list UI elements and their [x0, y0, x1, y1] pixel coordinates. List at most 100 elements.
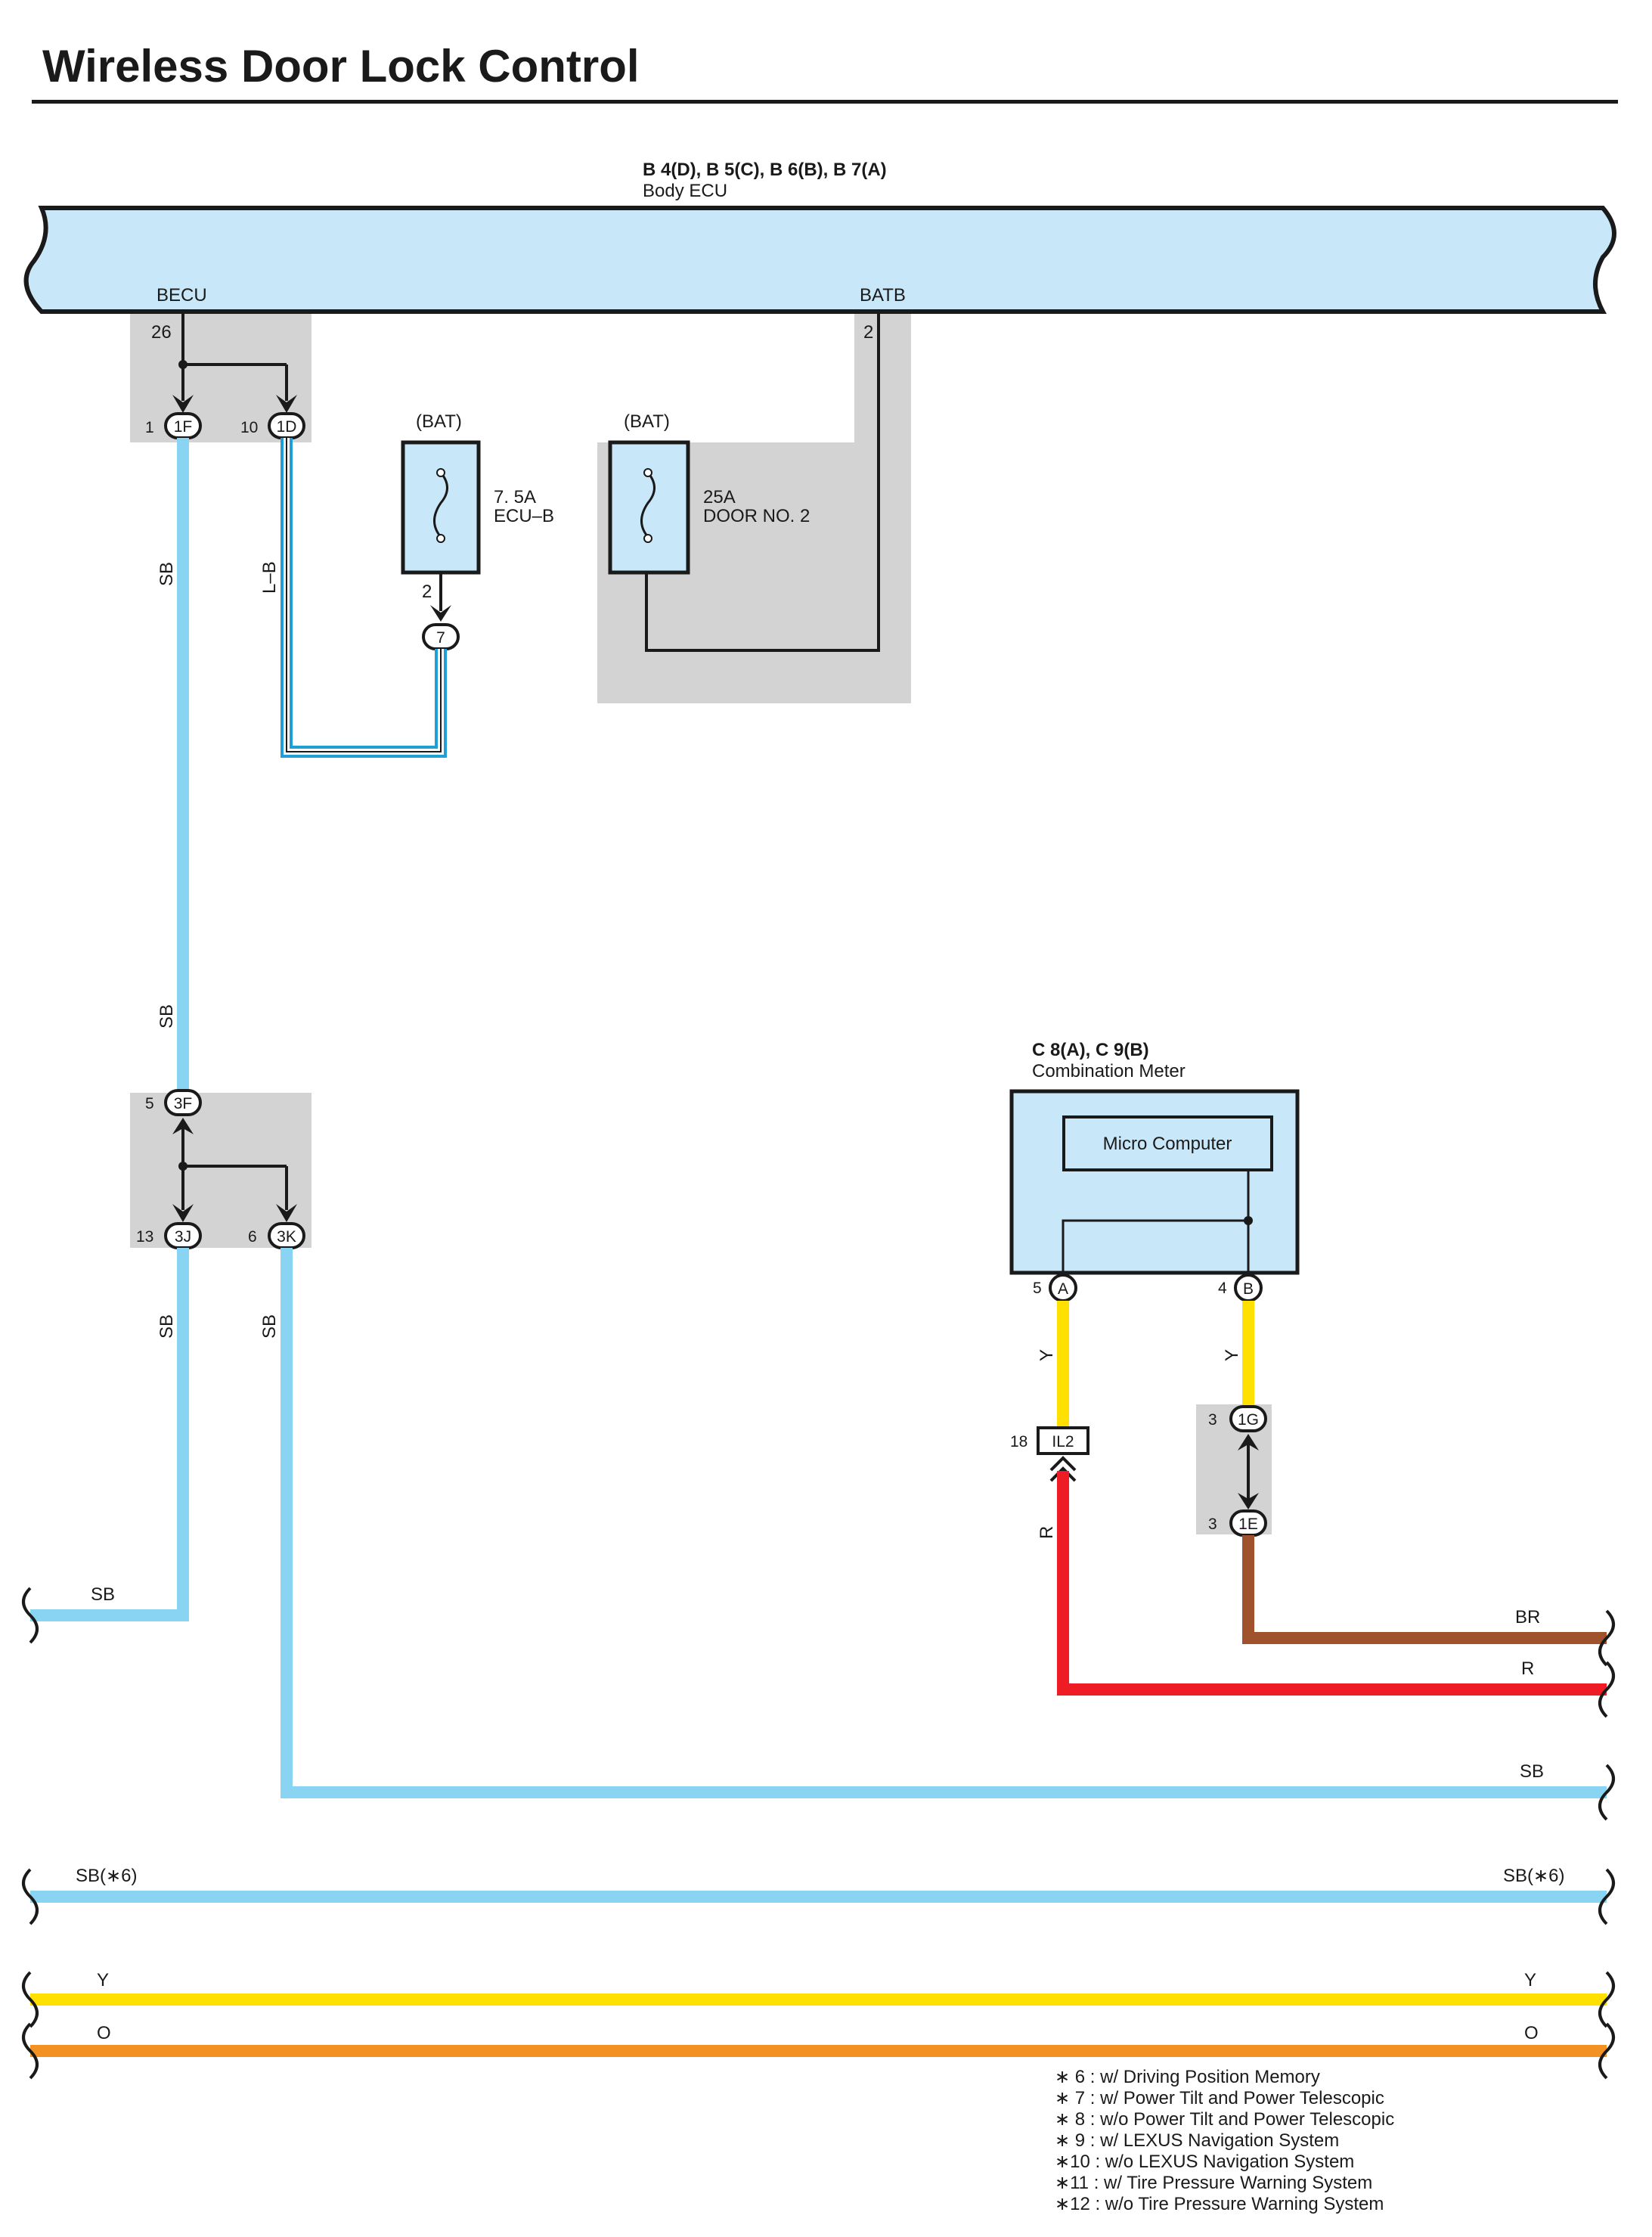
wire-label-o-left: O	[97, 2023, 111, 2043]
becu-split-dot	[178, 360, 188, 369]
wire-label-sb-left: SB	[91, 1584, 115, 1605]
becu-terminal-label: BECU	[157, 285, 207, 306]
connector-3f	[164, 1089, 202, 1116]
svg-text:Y: Y	[1037, 1349, 1057, 1361]
body-ecu-codes: B 4(D), B 5(C), B 6(B), B 7(A)	[643, 160, 887, 180]
wire-label-r-vert: R	[1037, 1526, 1057, 1539]
fuse-door-box	[608, 440, 690, 575]
connector-1g-number: 3	[1208, 1411, 1217, 1429]
wire-l-b-core	[286, 438, 442, 752]
footnote: ∗ 8 : w/o Power Tilt and Power Telescopi…	[1055, 2109, 1394, 2130]
wire-label-1d: L–B	[259, 561, 280, 594]
fuse-ecub-terminal-top	[436, 468, 445, 477]
connector-b-id: B	[1243, 1280, 1254, 1298]
connector-b-number: 4	[1218, 1280, 1227, 1297]
footnotes: ∗ 6 : w/ Driving Position Memory ∗ 7 : w…	[1055, 2067, 1394, 2214]
svg-text:SB: SB	[259, 1314, 280, 1339]
footnote: ∗11 : w/ Tire Pressure Warning System	[1055, 2173, 1372, 2193]
fuse-ecub-name: ECU–B	[494, 506, 554, 526]
wire-label-y-left: Y	[97, 1970, 109, 1990]
wire-sb-3k	[280, 1248, 1607, 1798]
becu-pin-number: 26	[151, 322, 172, 343]
arrow-to-connector-7	[430, 605, 451, 622]
combination-meter-codes: C 8(A), C 9(B)	[1032, 1040, 1149, 1060]
connector-3j-number: 13	[136, 1228, 153, 1246]
meter-internal-lines	[1062, 1170, 1250, 1286]
fuse-door-icon	[640, 472, 656, 538]
body-ecu-box	[23, 206, 1616, 314]
connector-3k-number: 6	[248, 1228, 257, 1246]
meter-internal-dot	[1244, 1216, 1253, 1225]
connector-a-id: A	[1058, 1280, 1068, 1298]
wire-br	[1242, 1535, 1607, 1644]
fuse-door-name: DOOR NO. 2	[703, 506, 810, 526]
connector-1e-id: 1E	[1238, 1516, 1258, 1533]
wire-label-ya: Y	[1037, 1349, 1057, 1361]
fuse-door-amp: 25A	[703, 487, 736, 507]
arrow-to-1d	[276, 395, 297, 413]
footnote: ∗12 : w/o Tire Pressure Warning System	[1055, 2194, 1384, 2214]
title-rule	[32, 100, 1618, 104]
wire-label-y-right: Y	[1524, 1970, 1536, 1990]
fuse-door-terminal-bottom	[643, 534, 652, 543]
arrow-to-3j	[172, 1204, 194, 1222]
wire-label-o-right: O	[1524, 2023, 1539, 2043]
fuse-ecub-source: (BAT)	[416, 411, 462, 432]
wire-label-1f-low: SB	[157, 1004, 177, 1029]
wire-label-1f-up: SB	[157, 562, 177, 586]
break-symbols	[22, 1587, 1615, 2080]
fuse-door-terminal-top	[643, 468, 652, 477]
arrow-from-3f	[172, 1118, 194, 1134]
wire-label-sb6-left: SB(∗6)	[76, 1866, 137, 1886]
svg-text:Y: Y	[1222, 1349, 1242, 1361]
connector-3f-id: 3F	[174, 1095, 193, 1112]
arrow-to-1e	[1238, 1493, 1259, 1509]
arrow-to-1g	[1238, 1434, 1259, 1450]
footnote: ∗ 6 : w/ Driving Position Memory	[1055, 2067, 1320, 2087]
wire-label-3k: SB	[259, 1314, 280, 1339]
fuse-ecub-terminal-bottom	[436, 534, 445, 543]
junction-2-dot	[178, 1162, 188, 1171]
connector-3k-id: 3K	[277, 1228, 296, 1246]
combination-meter-name: Combination Meter	[1032, 1061, 1186, 1081]
footnote: ∗ 7 : w/ Power Tilt and Power Telescopic	[1055, 2088, 1384, 2108]
fuse-ecub-amp: 7. 5A	[494, 487, 536, 507]
connector-1f-number: 1	[145, 419, 154, 436]
footnote: ∗ 9 : w/ LEXUS Navigation System	[1055, 2130, 1339, 2151]
connector-il2-id: IL2	[1052, 1433, 1074, 1450]
wire-label-sb6-right: SB(∗6)	[1503, 1866, 1564, 1886]
connector-1g-id: 1G	[1238, 1411, 1259, 1429]
wire-label-yb: Y	[1222, 1349, 1242, 1361]
arrow-to-1f	[172, 395, 194, 413]
arrow-to-3k	[276, 1204, 297, 1222]
svg-text:R: R	[1037, 1526, 1057, 1539]
wire-label-r-right: R	[1521, 1658, 1534, 1679]
connector-1g	[1229, 1405, 1267, 1432]
body-ecu-name: Body ECU	[643, 181, 727, 201]
connector-il2	[1037, 1426, 1089, 1455]
wire-label-sb-right: SB	[1520, 1761, 1544, 1782]
wire-r	[1057, 1471, 1607, 1696]
wire-label-br-right: BR	[1515, 1607, 1540, 1627]
svg-text:SB: SB	[157, 562, 177, 586]
fuse-ecub-pin: 2	[422, 582, 432, 602]
junction-block-fuse-door	[597, 314, 911, 703]
svg-text:SB: SB	[157, 1004, 177, 1029]
connector-3j-id: 3J	[175, 1228, 191, 1246]
wire-label-3j: SB	[157, 1314, 177, 1339]
batb-terminal-label: BATB	[860, 285, 906, 306]
connector-1f-id: 1F	[174, 418, 193, 436]
connector-1d-id: 1D	[277, 418, 297, 436]
micro-computer-box	[1062, 1115, 1273, 1171]
svg-text:SB: SB	[157, 1314, 177, 1339]
footnote: ∗10 : w/o LEXUS Navigation System	[1055, 2152, 1354, 2172]
connector-7-id: 7	[436, 629, 445, 647]
fuse-ecub-icon	[433, 472, 448, 538]
page-title: Wireless Door Lock Control	[42, 41, 640, 92]
junction-block-2	[130, 1093, 311, 1248]
connector-1e-number: 3	[1208, 1516, 1217, 1533]
becu-split-lines	[181, 312, 288, 401]
connector-3f-number: 5	[145, 1095, 154, 1112]
micro-computer-label: Micro Computer	[1103, 1134, 1232, 1154]
